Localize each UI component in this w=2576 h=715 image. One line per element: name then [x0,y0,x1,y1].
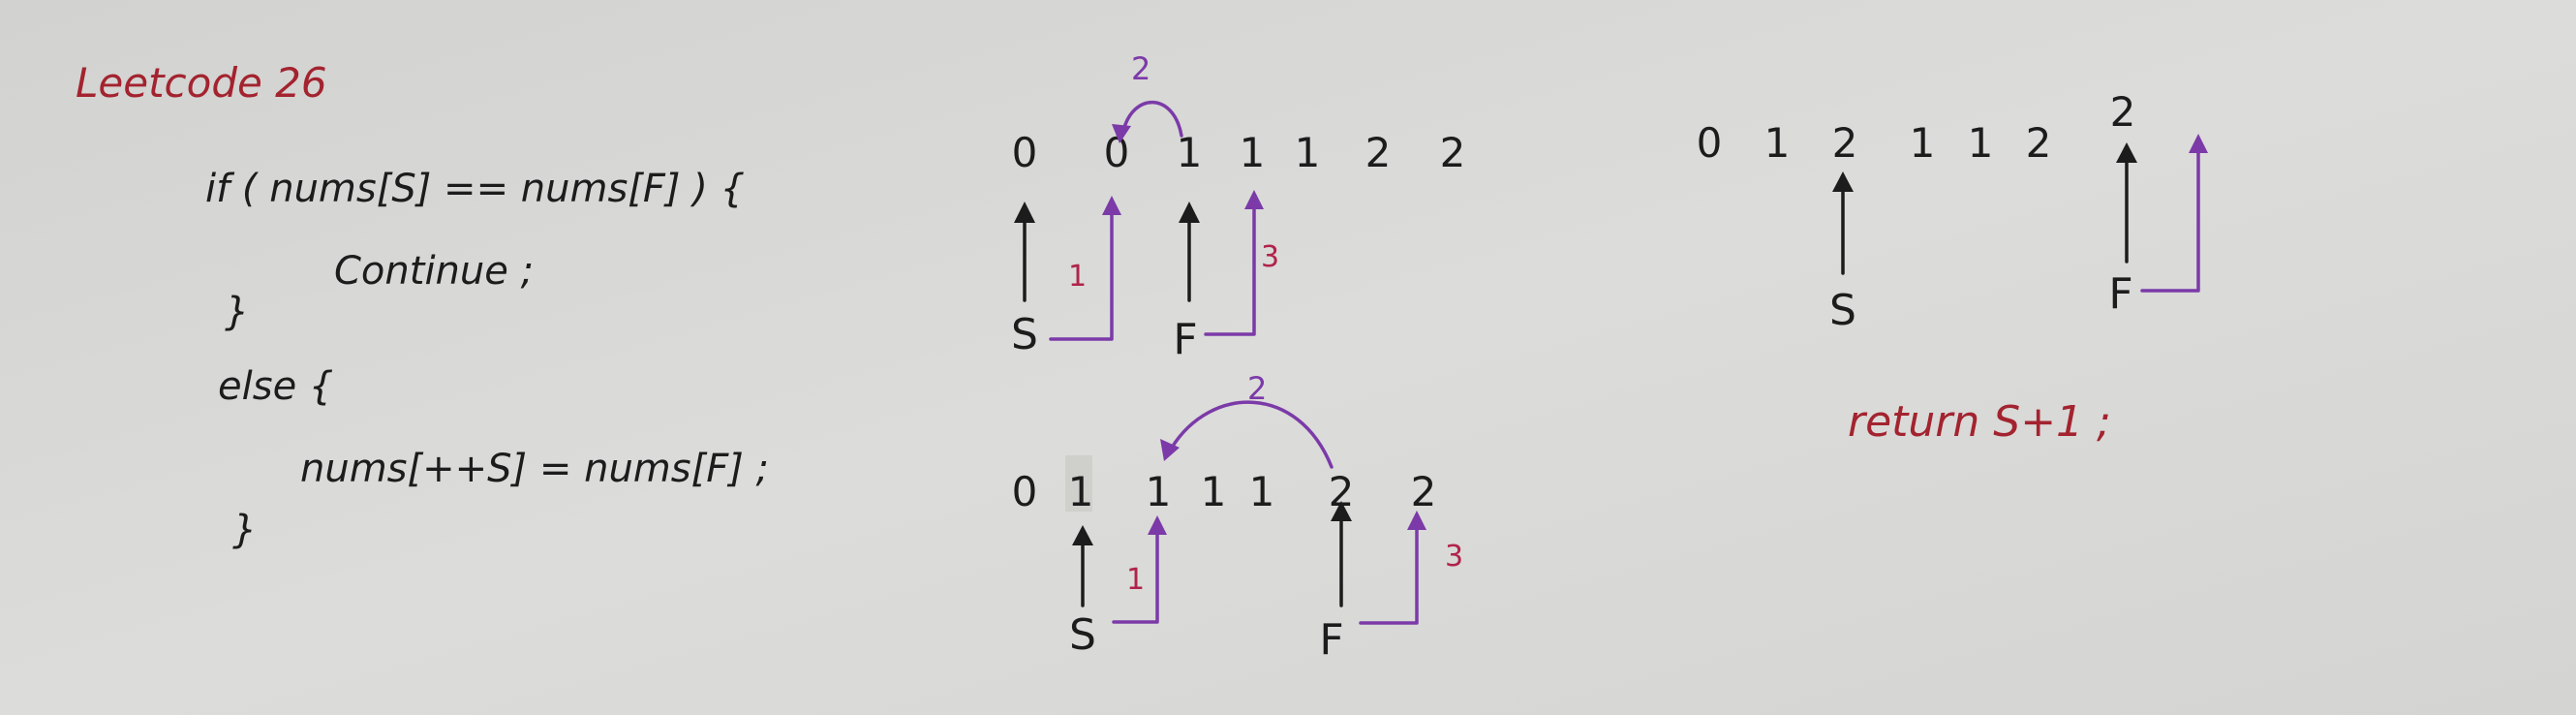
fast-pointer-arrowhead [1331,501,1352,521]
fast-pointer-label: F [1173,315,1197,364]
move-step-3-arrowhead [1407,511,1426,530]
diagram-top: 0 0 1 1 1 2 2 S F 1 3 2 [1011,50,1465,364]
step-1-label: 1 [1068,260,1087,294]
array-value: 0 [1104,129,1130,176]
fast-pointer-arrowhead [1179,202,1200,223]
step-3-label: 3 [1445,540,1463,574]
move-step-1-path [1049,206,1114,341]
step-2-label: 2 [1131,50,1150,87]
code-line-close-else: } [232,508,257,552]
array-value: 1 [1764,119,1791,167]
slow-pointer-label: S [1829,286,1856,335]
array-value: 2 [1411,468,1437,515]
array-value: 2 [2110,88,2136,136]
page-title: Leetcode 26 [76,59,327,107]
array-value: 2 [2026,119,2052,167]
array-value: 0 [1697,119,1723,167]
code-line-assign: nums[++S] = nums[F] ; [300,447,769,491]
diagram-right: 0 1 2 1 1 2 2 S F [1697,88,2208,335]
move-step-1-path [1112,526,1159,624]
code-line-else: else { [218,364,333,409]
array-value: 0 [1012,468,1038,515]
slow-pointer-arrowhead [1832,171,1854,192]
slow-pointer-arrowhead [1072,525,1093,545]
move-step-3-path [1359,521,1419,625]
fast-pointer-label: F [1319,615,1343,665]
step-3-label: 3 [1261,240,1279,274]
move-past-end-arrowhead [2189,134,2208,153]
array-value: 2 [1365,129,1392,176]
array-value: 1 [1201,468,1227,515]
move-past-end-path [2140,145,2200,293]
slow-pointer-label: S [1069,610,1096,660]
array-value: 1 [1146,468,1172,515]
code-line-if: if ( nums[S] == nums[F] ) { [205,167,745,211]
return-statement: return S+1 ; [1848,397,2111,447]
array-value: 2 [1440,129,1466,176]
array-value: 2 [1832,119,1858,167]
move-step-3-arrowhead [1244,190,1264,209]
fast-pointer-arrowhead [2116,142,2137,163]
move-step-1-arrowhead [1148,515,1167,535]
array-value: 1 [1968,119,1994,167]
move-step-2-curve [1121,100,1183,138]
step-2-label: 2 [1247,370,1267,407]
array-value: 1 [1068,468,1094,515]
move-step-2-curve [1170,400,1334,469]
slow-pointer-arrowhead [1014,202,1035,223]
step-1-label: 1 [1126,563,1145,597]
slow-pointer-label: S [1011,310,1038,359]
code-block: if ( nums[S] == nums[F] ) { Continue ; }… [205,167,769,552]
diagram-bottom: 0 1 1 1 1 2 2 S F 1 3 2 [1012,370,1463,665]
move-step-3-path [1204,200,1256,336]
move-step-1-arrowhead [1102,196,1121,215]
move-step-2-arrowhead [1160,439,1180,461]
array-value: 1 [1295,129,1321,176]
code-line-close-if: } [225,290,249,334]
move-step-2-arrowhead [1112,124,1131,143]
array-value: 1 [1910,119,1936,167]
fast-pointer-label: F [2108,269,2132,319]
array-value: 1 [1240,129,1266,176]
array-value: 1 [1249,468,1275,515]
code-line-continue: Continue ; [334,249,534,294]
highlight-cell [1065,455,1092,512]
array-value: 0 [1012,129,1038,176]
